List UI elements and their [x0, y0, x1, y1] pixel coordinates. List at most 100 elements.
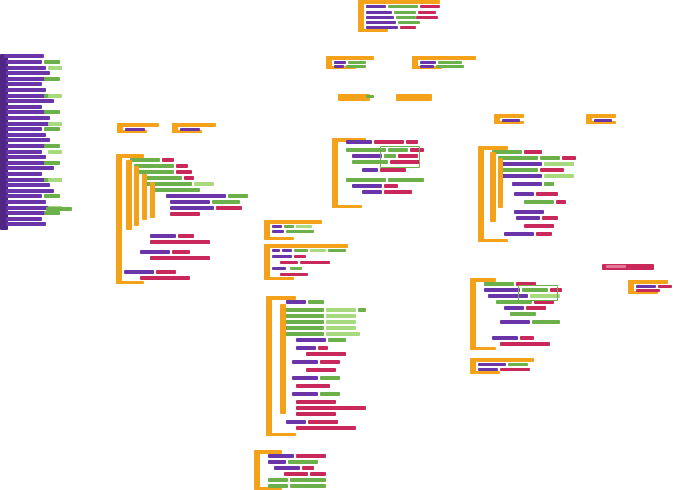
lower-event-row[interactable] — [320, 392, 340, 396]
right-event-row[interactable] — [544, 182, 554, 186]
mid-event-2-row[interactable] — [290, 267, 302, 270]
large-event-row[interactable] — [142, 176, 182, 180]
top-event[interactable] — [358, 0, 440, 4]
right-lower-row[interactable] — [534, 300, 554, 304]
bottom-event-row[interactable] — [268, 460, 286, 464]
right-lower-small-row[interactable] — [500, 368, 530, 371]
right-event-row[interactable] — [512, 182, 542, 186]
component-value[interactable] — [44, 211, 60, 216]
top-event-spine[interactable] — [358, 0, 364, 32]
large-event-row[interactable] — [124, 270, 154, 274]
right-lower-row[interactable] — [550, 288, 562, 292]
lower-event-row[interactable] — [318, 346, 328, 350]
top-event-row[interactable] — [396, 16, 416, 19]
bottom-event-row[interactable] — [296, 454, 326, 458]
right-lower-row[interactable] — [484, 282, 514, 286]
right-lower-small-row[interactable] — [508, 363, 528, 366]
right-event-row[interactable] — [502, 174, 542, 178]
mid-event-2-row[interactable] — [294, 255, 306, 258]
large-event-row[interactable] — [150, 234, 176, 238]
large-event-row[interactable] — [150, 256, 210, 260]
component-value[interactable] — [46, 207, 72, 211]
center-event-row[interactable] — [362, 168, 378, 172]
component-list-item[interactable] — [6, 104, 42, 109]
large-event-row[interactable] — [194, 182, 214, 186]
small-left-1[interactable] — [117, 123, 159, 127]
large-event-row[interactable] — [134, 164, 174, 168]
center-event-row[interactable] — [352, 160, 388, 164]
component-value[interactable] — [48, 121, 62, 126]
right-event-row[interactable] — [524, 200, 554, 204]
lower-event-spine[interactable] — [266, 296, 272, 436]
right-event-row[interactable] — [502, 168, 538, 172]
lower-event-row[interactable] — [326, 314, 356, 318]
right-lower-row[interactable] — [532, 320, 560, 324]
right-lower-row[interactable] — [530, 294, 560, 298]
right-lower-row[interactable] — [516, 282, 536, 286]
proc-b[interactable] — [412, 56, 476, 60]
lower-event-row[interactable] — [296, 400, 336, 404]
large-event-row[interactable] — [170, 206, 214, 210]
right-lower-row[interactable] — [510, 312, 536, 316]
component-list-item[interactable] — [6, 172, 42, 176]
right-event-row[interactable] — [556, 200, 566, 204]
right-lower-row[interactable] — [520, 336, 534, 340]
mid-event-1-row[interactable] — [286, 230, 314, 233]
bottom-event-row[interactable] — [302, 466, 314, 470]
right-lower-small-row[interactable] — [478, 363, 506, 366]
right-lower-small-spine[interactable] — [470, 358, 476, 374]
mid-event-1-row[interactable] — [296, 225, 312, 228]
center-event-row[interactable] — [374, 140, 404, 144]
component-value[interactable] — [48, 93, 62, 98]
large-event[interactable] — [116, 154, 144, 158]
right-lower-row[interactable] — [496, 300, 532, 304]
right-lower-small[interactable] — [470, 358, 534, 362]
center-event-row[interactable] — [346, 148, 386, 152]
large-event-row[interactable] — [176, 170, 192, 174]
component-list-item[interactable] — [6, 160, 50, 165]
large-event-row[interactable] — [166, 194, 226, 198]
mid-event-1[interactable] — [264, 220, 322, 224]
lower-event-row[interactable] — [284, 314, 324, 318]
proc-a-row[interactable] — [334, 61, 346, 64]
center-event-row[interactable] — [410, 148, 424, 152]
bottom-event-row[interactable] — [268, 484, 288, 488]
proc-a-spine[interactable] — [326, 56, 332, 69]
large-event-row[interactable] — [156, 270, 176, 274]
center-event-row[interactable] — [384, 184, 398, 188]
lower-event-row[interactable] — [306, 352, 346, 356]
component-value[interactable] — [44, 144, 60, 148]
lower-event-row[interactable] — [326, 308, 356, 312]
lower-event-row[interactable] — [306, 368, 336, 372]
component-list-item[interactable] — [6, 65, 46, 70]
component-list-item[interactable] — [6, 144, 54, 148]
small-right-1[interactable] — [494, 114, 524, 118]
right-lower-event[interactable] — [470, 278, 496, 282]
large-event-row[interactable] — [228, 194, 248, 198]
bottom-event-row[interactable] — [310, 472, 326, 476]
large-event-row[interactable] — [150, 240, 210, 244]
lower-event-row[interactable] — [328, 338, 346, 342]
right-lower-row[interactable] — [526, 306, 546, 310]
right-event-row[interactable] — [540, 156, 560, 160]
right-event-row[interactable] — [504, 232, 534, 236]
small-left-1-spine[interactable] — [117, 123, 123, 133]
top-event-row[interactable] — [400, 26, 416, 29]
far-right-event-row[interactable] — [658, 285, 672, 288]
lower-event-row[interactable] — [358, 308, 366, 312]
center-event-row[interactable] — [390, 160, 420, 164]
center-event-row[interactable] — [384, 190, 412, 194]
right-lower-row[interactable] — [500, 342, 550, 346]
top-event-row[interactable] — [398, 21, 420, 24]
center-event-row[interactable] — [380, 168, 406, 172]
bottom-event[interactable] — [254, 450, 282, 454]
top-event-row[interactable] — [420, 5, 440, 8]
large-event-row[interactable] — [216, 206, 242, 210]
center-event-row[interactable] — [388, 178, 424, 182]
small-right-1-row[interactable] — [502, 119, 520, 122]
small-left-2[interactable] — [172, 123, 216, 127]
bottom-event-spine[interactable] — [254, 450, 260, 490]
component-list-item[interactable] — [6, 188, 54, 193]
component-value[interactable] — [44, 60, 60, 64]
top-event-row[interactable] — [418, 11, 436, 14]
